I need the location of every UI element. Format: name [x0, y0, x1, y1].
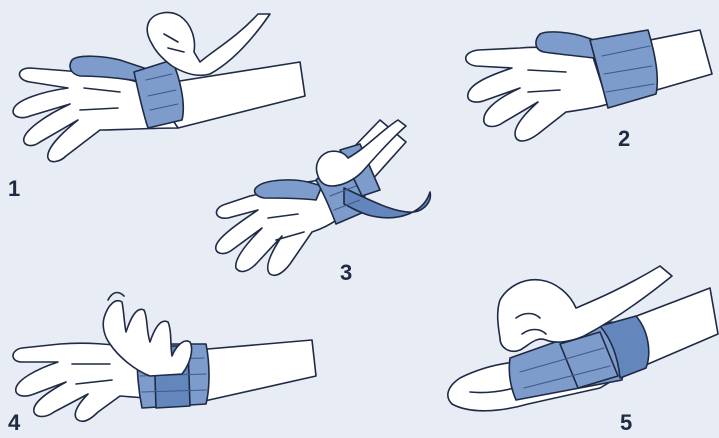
step-4-number: 4 [8, 412, 20, 434]
step-2-illustration [466, 30, 712, 141]
step-3-thumb-wrap [255, 180, 322, 200]
step-5-illustration [448, 266, 718, 411]
step-5-number: 5 [620, 412, 632, 434]
step-4-illustration [13, 293, 316, 422]
step-1-illustration [13, 13, 305, 162]
step-4-forearm [196, 340, 316, 402]
step-2-number: 2 [618, 128, 630, 150]
step-2-hand [466, 47, 608, 141]
step-3-illustration [216, 120, 431, 275]
step-1-number: 1 [8, 178, 20, 200]
step-3-number: 3 [340, 262, 352, 284]
